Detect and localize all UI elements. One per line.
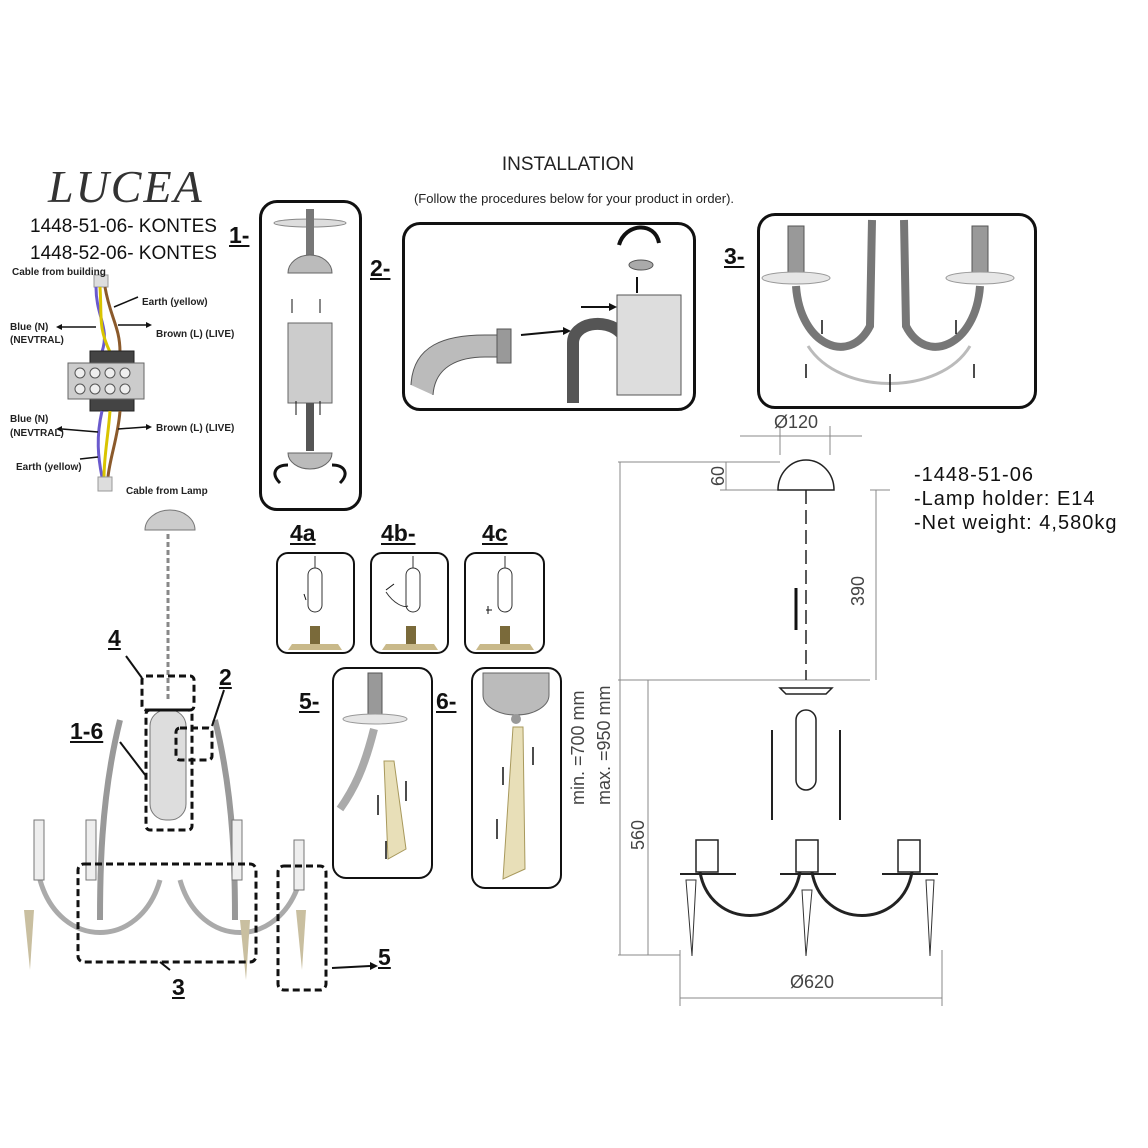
step-2-panel — [402, 222, 696, 411]
step-4a-label: 4a — [290, 520, 316, 546]
model-number-2: 1448-52-06- KONTES — [30, 243, 217, 264]
page-title: INSTALLATION — [501, 154, 635, 175]
wiring-illustration — [56, 274, 152, 492]
brown-top-label: Brown (L) (LIVE) — [156, 329, 235, 340]
step-1-panel — [259, 200, 362, 511]
step-1-label: 1- — [229, 222, 250, 248]
dim-canopy-diameter: Ø120 — [774, 412, 819, 432]
step-1-illustration — [273, 209, 347, 485]
technical-drawing: Ø120 60 390 560 Ø620 min. =700 mm max. =… — [568, 410, 1000, 1010]
dim-width: Ø620 — [790, 972, 835, 992]
model-number-1: 1448-51-06- KONTES — [30, 216, 217, 237]
technical-drawing-illustration — [618, 426, 943, 1006]
callout-4-label: 4 — [108, 625, 121, 651]
wiring-diagram: Cable from building Earth (yellow) Blue … — [10, 267, 240, 502]
step-4a-illustration — [288, 556, 342, 650]
step-4a-panel — [276, 552, 355, 654]
neutral-bottom-label: (NEVTRAL) — [10, 428, 64, 439]
dim-chain: 390 — [848, 575, 868, 606]
step-5-illustration — [336, 672, 408, 860]
step-2-label: 2- — [370, 255, 391, 281]
earth-top-label: Earth (yellow) — [142, 297, 208, 308]
blue-bottom-label: Blue (N) — [10, 414, 49, 425]
step-3-illustration — [761, 219, 1015, 392]
brand-logo: LUCEA — [48, 161, 204, 212]
dim-canopy-height: 60 — [708, 465, 728, 486]
page-subtitle: (Follow the procedures below for your pr… — [413, 191, 735, 206]
dim-body: 560 — [628, 819, 648, 850]
dim-min-height: min. =700 mm — [568, 690, 588, 805]
step-4b-panel — [370, 552, 449, 654]
step-6-panel — [471, 667, 562, 889]
product-photo: 4 2 1-6 3 5 — [0, 500, 400, 1020]
earth-bottom-label: Earth (yellow) — [16, 462, 82, 473]
neutral-top-label: (NEVTRAL) — [10, 335, 64, 346]
step-2-illustration — [410, 225, 682, 403]
callout-3-label: 3 — [172, 974, 185, 1000]
step-6-illustration — [482, 672, 550, 880]
callout-1-6-label: 1-6 — [70, 718, 104, 744]
step-4c-illustration — [476, 556, 534, 650]
spec-net-weight: -Net weight: 4,580kg — [914, 512, 1118, 534]
step-6-label: 6- — [436, 688, 457, 714]
dim-max-height: max. =950 mm — [594, 685, 614, 805]
cable-building-label: Cable from building — [12, 267, 106, 278]
step-5-label: 5- — [299, 688, 320, 714]
callout-5-label: 5 — [378, 944, 391, 970]
step-5-panel — [332, 667, 433, 879]
chandelier-photo-illustration — [24, 509, 378, 992]
step-3-panel — [757, 213, 1037, 409]
step-4c-label: 4c — [482, 520, 508, 546]
spec-model: -1448-51-06 — [914, 464, 1034, 486]
cable-lamp-label: Cable from Lamp — [126, 486, 208, 497]
step-3-label: 3- — [724, 243, 745, 269]
spec-lamp-holder: -Lamp holder: E14 — [914, 488, 1096, 510]
callout-2-label: 2 — [219, 664, 232, 690]
brown-bottom-label: Brown (L) (LIVE) — [156, 423, 235, 434]
step-4c-panel — [464, 552, 545, 654]
step-4b-label: 4b- — [381, 520, 416, 546]
step-4b-illustration — [382, 556, 438, 650]
blue-top-label: Blue (N) — [10, 322, 49, 333]
